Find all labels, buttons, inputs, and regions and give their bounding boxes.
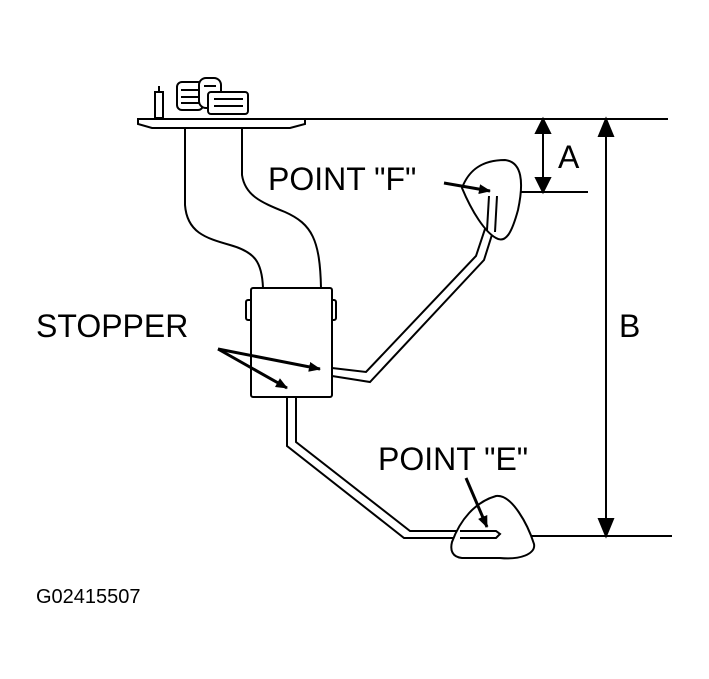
stopper-leader-arrow-2 bbox=[217, 347, 288, 390]
fuel-tubes bbox=[184, 128, 322, 289]
point-e-leader-arrow bbox=[464, 477, 489, 528]
sender-body bbox=[245, 287, 337, 398]
float-arm-upper-tip bbox=[486, 195, 498, 233]
dimension-b-label: B bbox=[619, 308, 640, 344]
float-f bbox=[460, 158, 523, 241]
point-f-leader-arrow bbox=[443, 181, 491, 195]
stopper-label: STOPPER bbox=[36, 308, 188, 344]
dimension-a bbox=[534, 116, 552, 195]
figure-id: G02415507 bbox=[36, 586, 141, 608]
float-arm-lower bbox=[286, 397, 496, 539]
connector-icon bbox=[176, 77, 249, 115]
mounting-flange bbox=[137, 86, 306, 129]
float-arm-lower-tip bbox=[460, 530, 502, 539]
point-e-label: POINT "E" bbox=[378, 441, 528, 477]
dimension-b bbox=[597, 116, 615, 539]
stopper-leader-arrow-1 bbox=[217, 347, 321, 372]
float-e bbox=[450, 494, 536, 560]
dimension-a-label: A bbox=[558, 139, 580, 175]
point-f-label: POINT "F" bbox=[268, 161, 416, 197]
float-arm-upper bbox=[331, 195, 498, 384]
